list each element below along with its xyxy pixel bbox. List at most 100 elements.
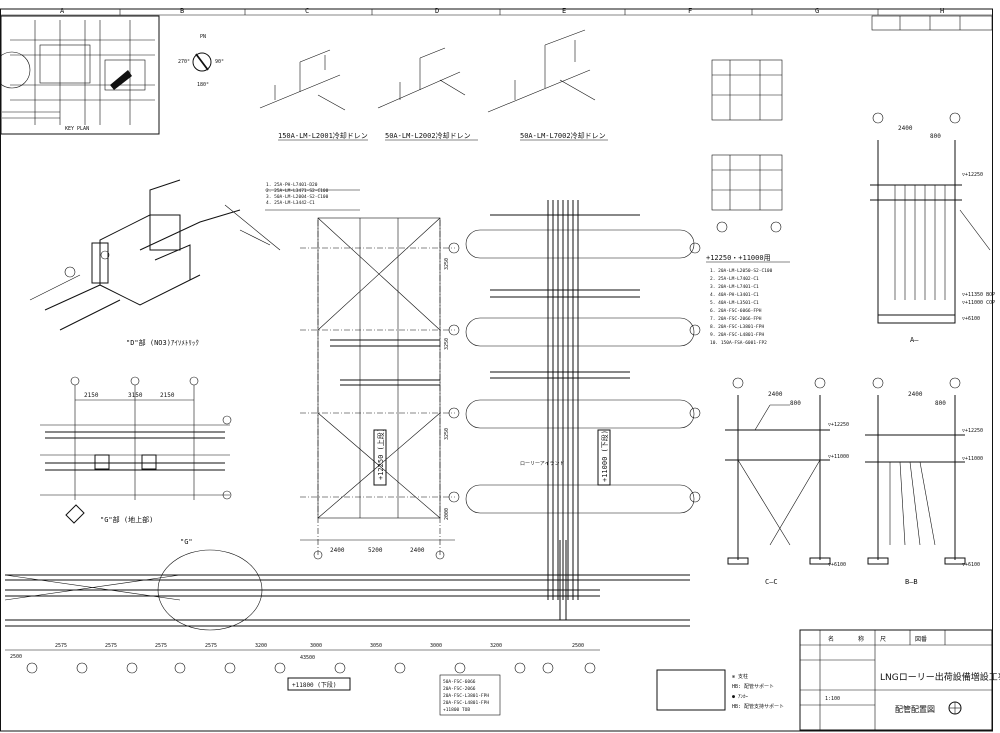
iso-schedule-upper: +12250・+11000用 [706,59,790,263]
plan-lower-grid: ローリーアイランド [520,461,565,467]
bottom-dim-6: 3200 [255,643,267,649]
drawing-name: 配管配置図 [895,704,935,714]
bottom-dim-10: 3200 [490,643,502,649]
line-list-top-3: 3. 50A-LM-L2004-S2-C100 [266,194,329,200]
section-c-dim: 2400 [768,391,783,398]
line-list-mid-1: 1. 20A-LM-L2050-S2-C100 [710,268,773,274]
legend-symbols: ⊗ 支柱 HB: 配管サポート ● ｱﾝｶｰ HB: 配管支持サポート [732,673,784,710]
section-b-elev-1: ▽+12250 [962,428,983,434]
compass-e: 90° [215,59,224,65]
bottom-dim-5: 2575 [205,643,217,649]
key-plan-label: KEY PLAN [65,126,89,132]
col-f: F [688,7,692,15]
detail-g-title: "G"部 (地上部) [100,515,153,524]
bottom-dim-3: 2575 [105,643,117,649]
title-header-scale: 尺 [880,636,886,643]
bottom-dim-7: 3000 [310,643,322,649]
iso-3-title: 50A-LM-L7002冷却ドレン [520,131,606,140]
section-c: 2400 800 ▽+12250 ▽+11000 ▽+6100 C—C [725,377,849,586]
bottom-dim-2: 2575 [55,643,67,649]
section-b-dim: 2400 [908,391,923,398]
bottom-dim-1: 2500 [10,654,22,660]
bottom-dim-9: 3000 [430,643,442,649]
bottom-dim-11: 2500 [572,643,584,649]
section-a: 2400 800 ▽+12250 ▽+11350 BOP ▽+11000 COP… [870,112,995,344]
bottom-g-marker: "G" [180,538,193,546]
section-b-label: B—B [905,578,918,586]
plan-upper-dim-1: 2400 [330,547,345,554]
legend-line-3: 20A-FSC-L3801-FPH [443,693,489,699]
col-h: H [940,7,944,15]
line-list-mid-title: +12250・+11000用 [706,254,771,262]
detail-g-dim-1: 2150 [84,392,99,399]
plan-lower-deck: +11000 (下段) ローリーアイランド [448,200,701,600]
title-block: 名 称 尺 図番 LNGローリー出荷設備増設工事 配管配置図 1:100 [799,629,1000,731]
section-a-elev-1: ▽+12250 [962,172,983,178]
plan-upper-elev: +12250 (上段) [376,428,385,480]
line-list-mid-6: 6. 20A-FSC-6066-FPH [710,308,762,314]
col-a: A [60,7,65,15]
section-a-dim: 2400 [898,125,913,132]
legend-symbol-1: ⊗ 支柱 [732,673,748,680]
plan-upper-side-3: 3250 [444,428,450,440]
section-a-elev-2: ▽+11350 BOP [962,292,995,298]
north-compass: PN 270° 90° 180° [178,34,224,88]
section-c-label: C—C [765,578,778,586]
line-list-mid-5: 5. 40A-LM-L3501-C1 [710,300,759,306]
col-c: C [305,7,309,15]
section-b-elev-3: ▽+6100 [962,562,980,568]
legend-symbol-3: ● ｱﾝｶｰ [732,694,749,700]
col-d: D [435,7,439,15]
project-name: LNGローリー出荷設備増設工事 [880,671,1000,683]
legend-symbol-4: HB: 配管支持サポート [732,703,784,710]
drawing-scale: 1:100 [825,696,840,702]
section-c-elev-1: ▽+12250 [828,422,849,428]
line-list-top-2: 2. 25A-LM-L3471-S2-C100 [266,188,329,194]
legend-line-4: 20A-FSC-L4801-FPH [443,700,489,706]
bottom-dim-8: 3050 [370,643,382,649]
section-a-label: A— [910,336,919,344]
section-c-elev-2: ▽+11000 [828,454,849,460]
plan-upper-dim-2: 5200 [368,547,383,554]
blank-stamp-box [656,669,726,711]
col-e: E [562,7,566,15]
compass-s: 180° [197,82,209,88]
isometric-3: 50A-LM-L7002冷却ドレン [487,29,608,141]
line-list-mid-4: 4. 40A-PH-L3401-C1 [710,292,759,298]
col-g: G [815,7,819,15]
title-header-number: 図番 [915,636,927,643]
detail-g-dim-2: 3150 [128,392,143,399]
compass-w: 270° [178,59,190,65]
key-plan: KEY PLAN [0,15,160,135]
plan-upper-side-2: 3250 [444,338,450,350]
plan-lower-elev: +11000 (下段) [600,430,609,482]
section-a-elev-3: ▽+11000 COP [962,300,995,306]
line-list-mid-8: 8. 20A-FSC-L3801-FPH [710,324,764,330]
legend-symbol-2: HB: 配管サポート [732,683,774,690]
column-markers: A B C D E F G H [60,7,944,15]
detail-g-plan: 2150 3150 2150 "G"部 (地上部) [40,376,232,524]
title-header-title: 称 [858,635,864,643]
line-list-mid-9: 9. 20A-FSC-L4801-FPH [710,332,764,338]
section-b-elev-2: ▽+11000 [962,456,983,462]
legend-line-1: 50A-FSC-6066 [443,679,476,685]
section-b-dim-2: 800 [935,400,946,407]
col-b: B [180,7,184,15]
isometric-1: 150A-LM-L2001冷却ドレン [259,49,368,141]
line-list-mid-2: 2. 25A-LM-L7402-C1 [710,276,759,282]
section-a-dim-2: 800 [930,133,941,140]
line-list-mid-7: 7. 20A-FSC-2066-FPH [710,316,762,322]
section-b: 2400 800 ▽+12250 ▽+11000 ▽+6100 B—B [865,377,983,586]
line-list-mid-10: 10. 150A-FSA-6001-FP2 [710,340,767,346]
legend-line-2: 20A-FSC-2066 [443,686,476,692]
section-a-elev-4: ▽+6100 [962,316,980,322]
bottom-pipe-plan: 2500 2575 2575 2575 2575 3200 3000 3050 … [4,538,690,691]
legend-line-5: +11800 TOB [443,707,470,713]
legend-line-box: 50A-FSC-6066 20A-FSC-2066 20A-FSC-L3801-… [439,674,501,716]
sheet-border [0,8,993,732]
detail-g-dim-3: 2150 [160,392,175,399]
iso-1-title: 150A-LM-L2001冷却ドレン [278,131,368,140]
title-header-name: 名 [828,635,834,643]
detail-d-isometric: "D"部 (NO3)ｱｲｿﾒﾄﾘｯｸ [29,179,281,347]
